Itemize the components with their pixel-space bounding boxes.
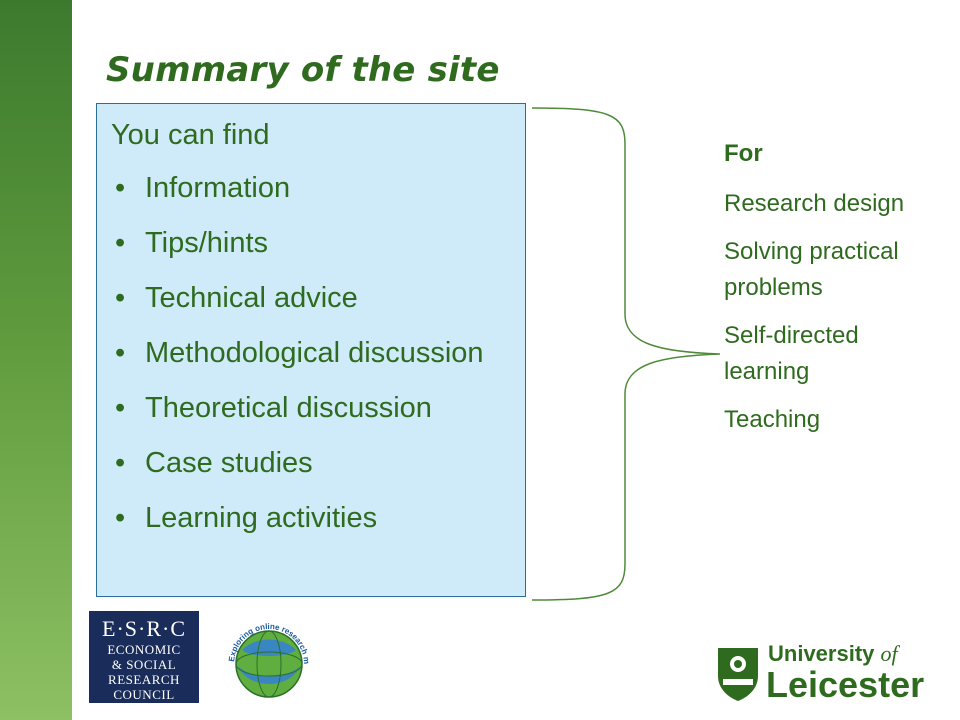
university-wordmark-line1: University of [768, 642, 898, 666]
of-word: of [880, 641, 898, 666]
globe-logo-icon: Exploring online research methods in a v… [216, 606, 311, 698]
list-item: Technical advice [111, 281, 525, 315]
list-item: Self-directed learning [724, 322, 859, 385]
list-item: Methodological discussion [111, 336, 525, 370]
content-list: Information Tips/hints Technical advice … [111, 171, 525, 535]
purpose-list: Research design Solving practical proble… [724, 186, 924, 438]
list-item: Information [111, 171, 525, 205]
university-word: University [768, 641, 875, 666]
for-title: For [724, 140, 763, 167]
list-item: Solving practical problems [724, 238, 899, 301]
list-item: Case studies [111, 446, 525, 480]
list-item: Theoretical discussion [111, 391, 525, 425]
curly-brace-icon [531, 107, 721, 601]
list-item: Learning activities [111, 501, 525, 535]
crest-shield-icon [718, 648, 758, 701]
list-item: Tips/hints [111, 226, 525, 260]
esrc-logo-line: RESEARCH [108, 672, 180, 687]
content-box: You can find Information Tips/hints Tech… [96, 103, 526, 597]
esrc-logo-line: COUNCIL [113, 687, 175, 702]
for-panel: For Research design Solving practical pr… [724, 140, 924, 450]
esrc-logo: E·S·R·C ECONOMIC & SOCIAL RESEARCH COUNC… [89, 611, 199, 703]
list-item: Research design [724, 190, 905, 217]
esrc-logo-line: & SOCIAL [111, 657, 177, 672]
list-item: Teaching [724, 406, 821, 433]
university-of-leicester-logo: University of Leicester [716, 642, 946, 708]
slide-title: Summary of the site [106, 50, 500, 90]
esrc-logo-line: ECONOMIC [107, 642, 181, 657]
content-intro: You can find [111, 119, 270, 151]
esrc-logo-acronym: E·S·R·C [102, 616, 186, 641]
side-accent-bar [0, 0, 72, 720]
university-wordmark-line2: Leicester [766, 664, 925, 705]
